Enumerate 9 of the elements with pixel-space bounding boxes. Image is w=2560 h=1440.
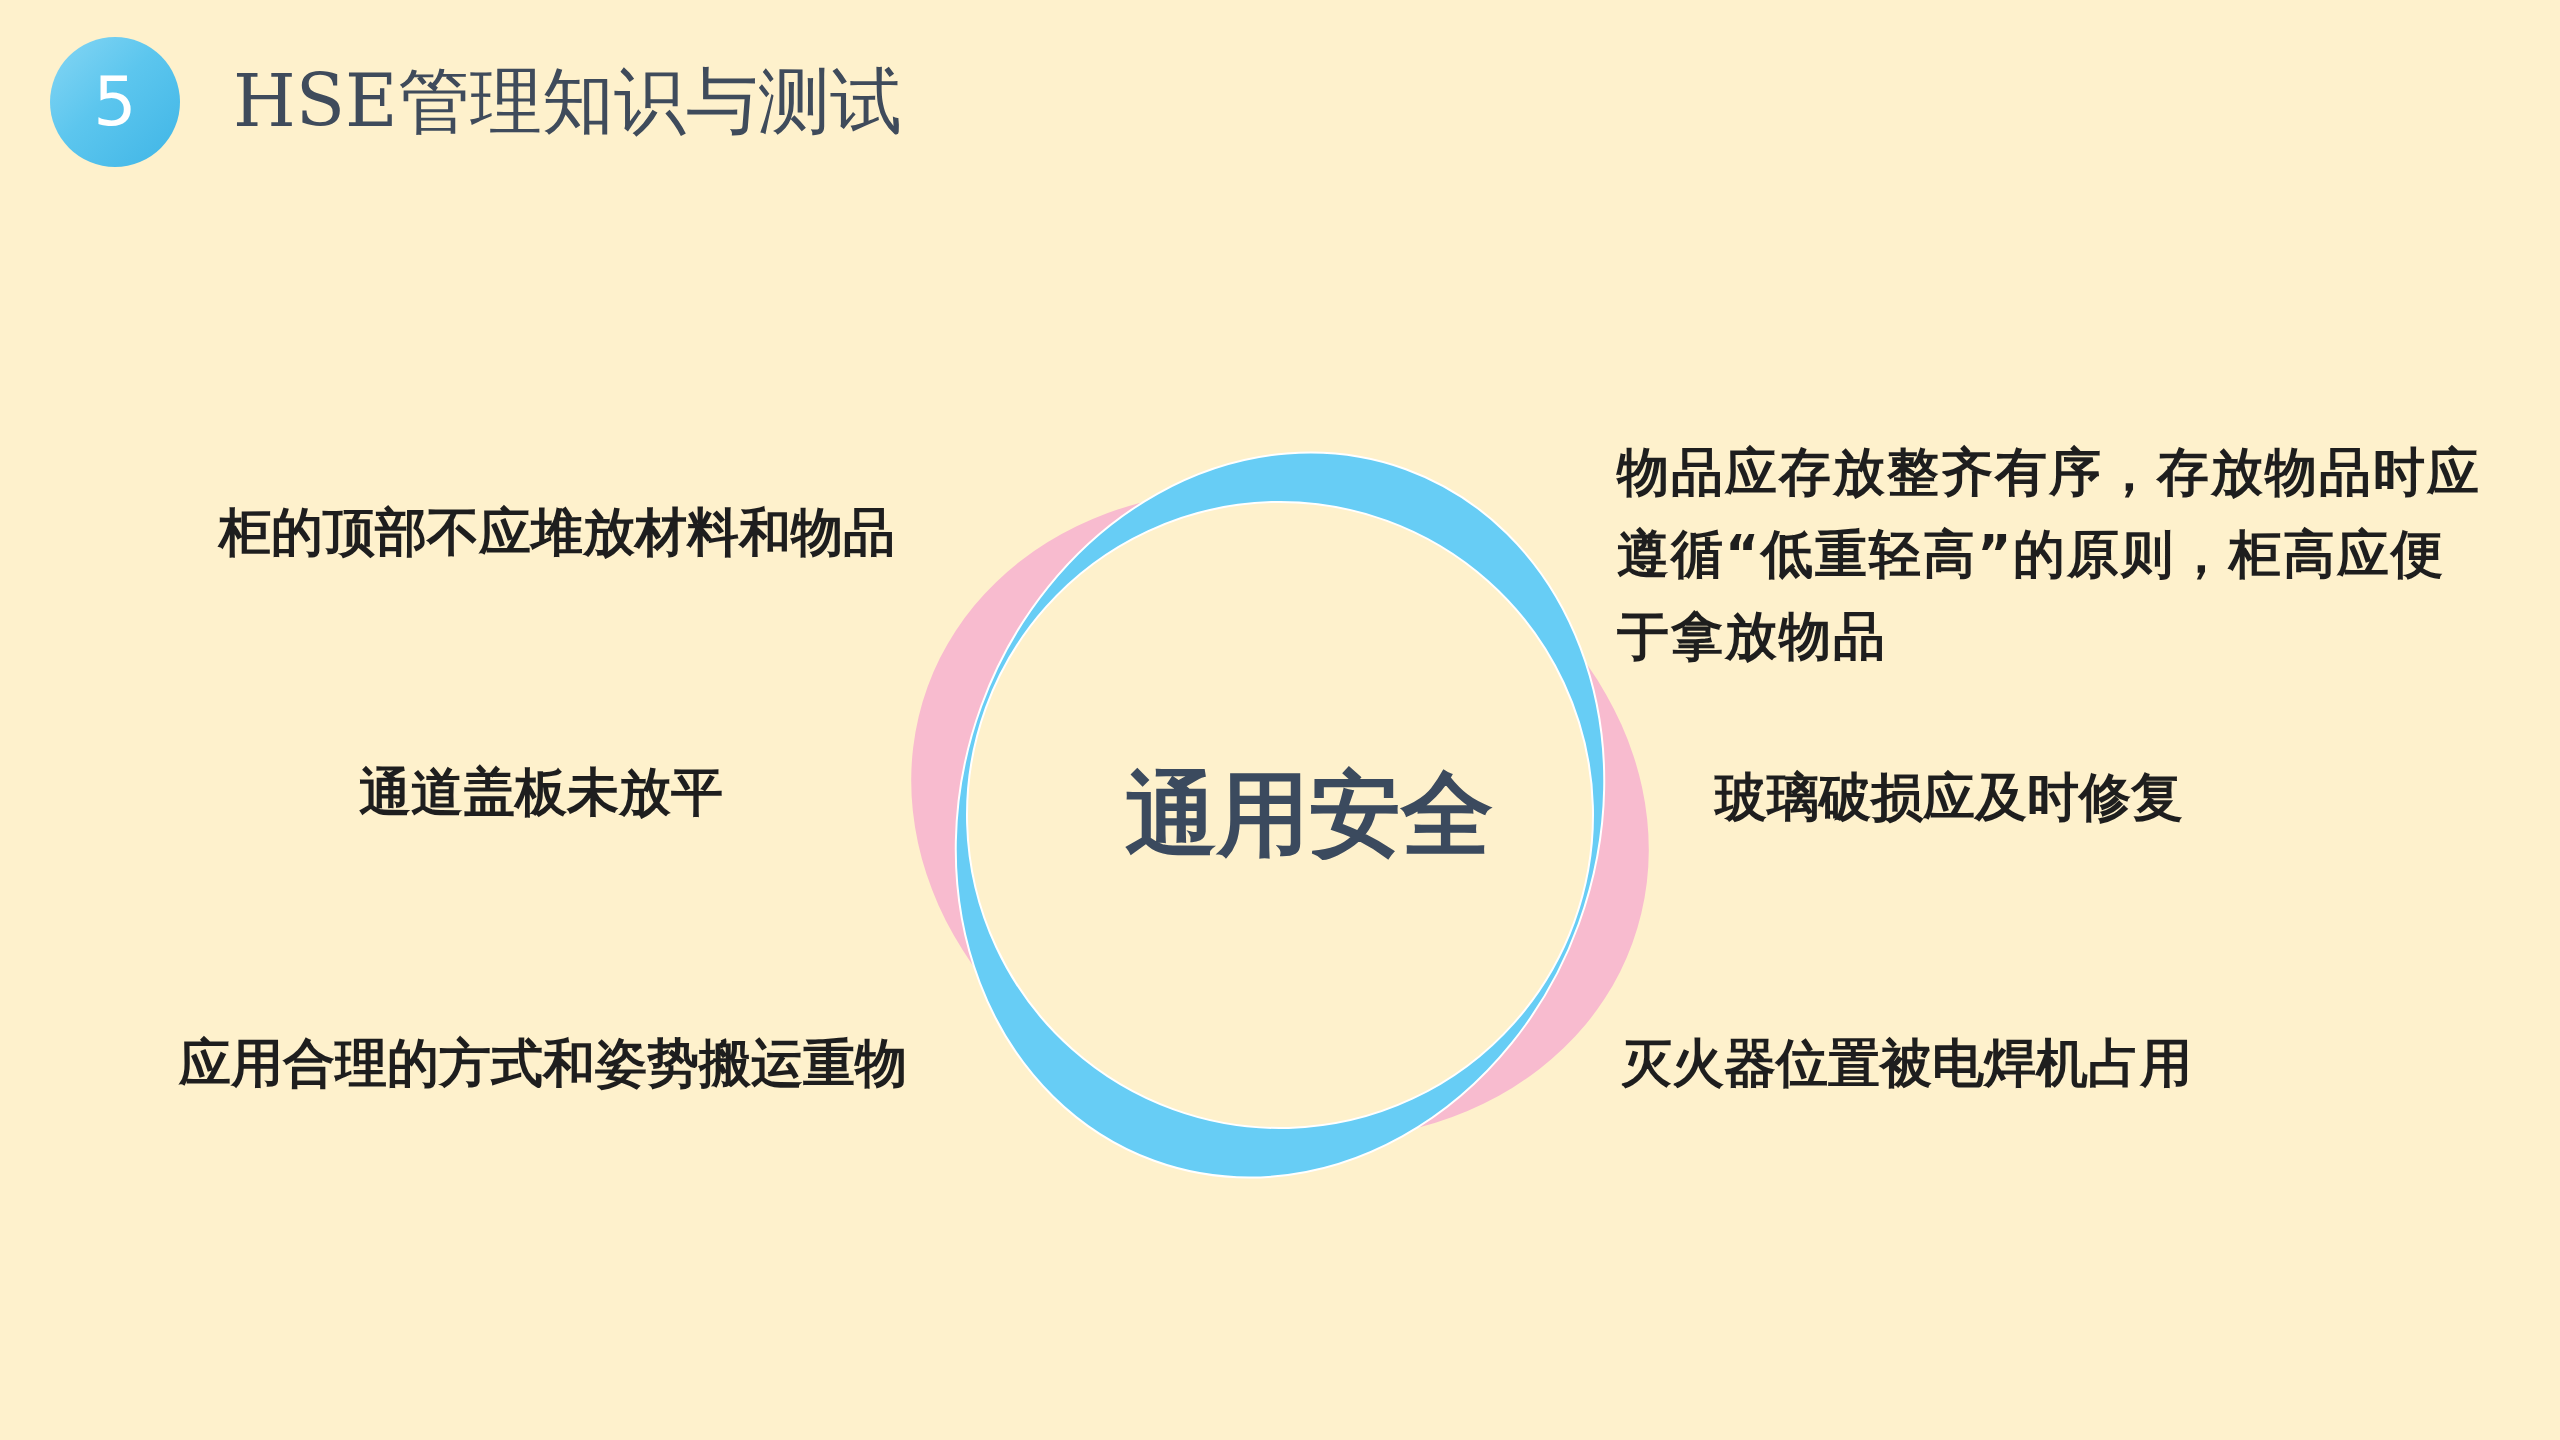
- statement-text: 应用合理的方式和姿势搬运重物: [179, 1031, 907, 1095]
- slide-title: HSE管理知识与测试: [233, 58, 902, 145]
- statement-text: 通道盖板未放平: [359, 760, 723, 824]
- statement-text: 灭火器位置被电焊机占用: [1620, 1031, 2192, 1095]
- center-title: 通用安全: [1125, 762, 1493, 868]
- number-badge: 5: [50, 37, 180, 167]
- statement-text: 玻璃破损应及时修复: [1715, 765, 2183, 829]
- statement-text: 物品应存放整齐有序，存放物品时应遵循“低重轻高”的原则，柜高应便于拿放物品: [1617, 441, 2482, 668]
- statement-text: 柜的顶部不应堆放材料和物品: [219, 500, 895, 564]
